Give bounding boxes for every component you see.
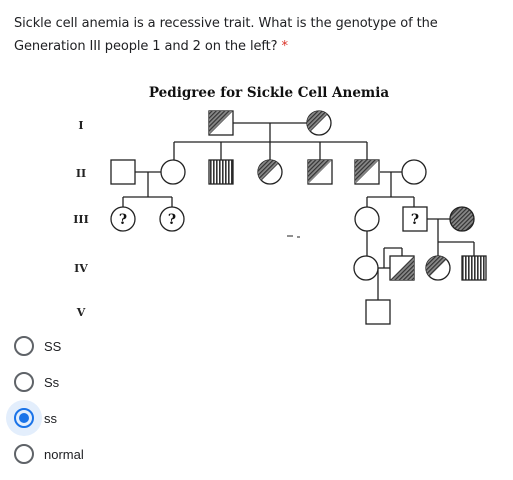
gen-i-female-half-shade [306, 110, 328, 132]
gen-ii-male-b-half-shade [355, 160, 379, 184]
option-label: Ss [44, 374, 60, 390]
radio-button[interactable] [14, 372, 34, 392]
pedigree-title: Pedigree for Sickle Cell Anemia [149, 85, 389, 101]
gen-iii-person-1-unknown: ? [119, 212, 127, 228]
gen-iii-female-right [354, 206, 380, 232]
gen-iv-female [353, 255, 379, 281]
pedigree-chart: Pedigree for Sickle Cell Anemia I II III… [73, 85, 487, 325]
question-label: Sickle cell anemia is a recessive trait.… [14, 16, 438, 54]
option-label: normal [44, 446, 84, 462]
radio-button[interactable] [14, 336, 34, 356]
gen-iv-female-half-shade [425, 255, 447, 277]
gen-i-male-half-shade [209, 111, 233, 135]
option-ss-mixed[interactable]: Ss [14, 369, 214, 395]
gen-iii-person-2 [159, 206, 185, 232]
gen-ii-male-affected [208, 159, 234, 185]
gen-iii-male-unknown [402, 206, 428, 232]
gen-ii-male-left [110, 159, 136, 185]
pedigree-lines [122, 122, 475, 300]
generation-label-iii: III [73, 213, 88, 226]
gen-ii-female-right [401, 159, 427, 185]
generation-label-i: I [78, 119, 83, 132]
generation-label-iv: IV [74, 262, 88, 275]
radio-button-selected[interactable] [14, 408, 34, 428]
gen-iii-person-1 [110, 206, 136, 232]
option-ss-lower[interactable]: ss [6, 400, 214, 436]
question-text: Sickle cell anemia is a recessive trait.… [14, 12, 508, 58]
gen-ii-female-half-shade [257, 159, 279, 181]
gen-iii-male-unknown-marker: ? [411, 212, 419, 228]
gen-iii-person-2-unknown: ? [168, 212, 176, 228]
generation-label-ii: II [76, 167, 86, 180]
radio-button[interactable] [14, 444, 34, 464]
option-label: ss [44, 410, 57, 426]
gen-iv-male-affected [461, 255, 487, 281]
gen-iv-male-half-shade [390, 256, 414, 280]
option-normal[interactable]: normal [14, 441, 214, 467]
gen-ii-male-a-half-shade [308, 160, 332, 184]
gen-ii-female-left [160, 159, 186, 185]
option-ss-upper[interactable]: SS [14, 333, 214, 359]
gen-v-male [365, 299, 391, 325]
gen-iii-female-affected [449, 206, 475, 232]
generation-label-v: V [76, 306, 86, 319]
required-asterisk: * [281, 39, 288, 54]
option-label: SS [44, 338, 62, 354]
